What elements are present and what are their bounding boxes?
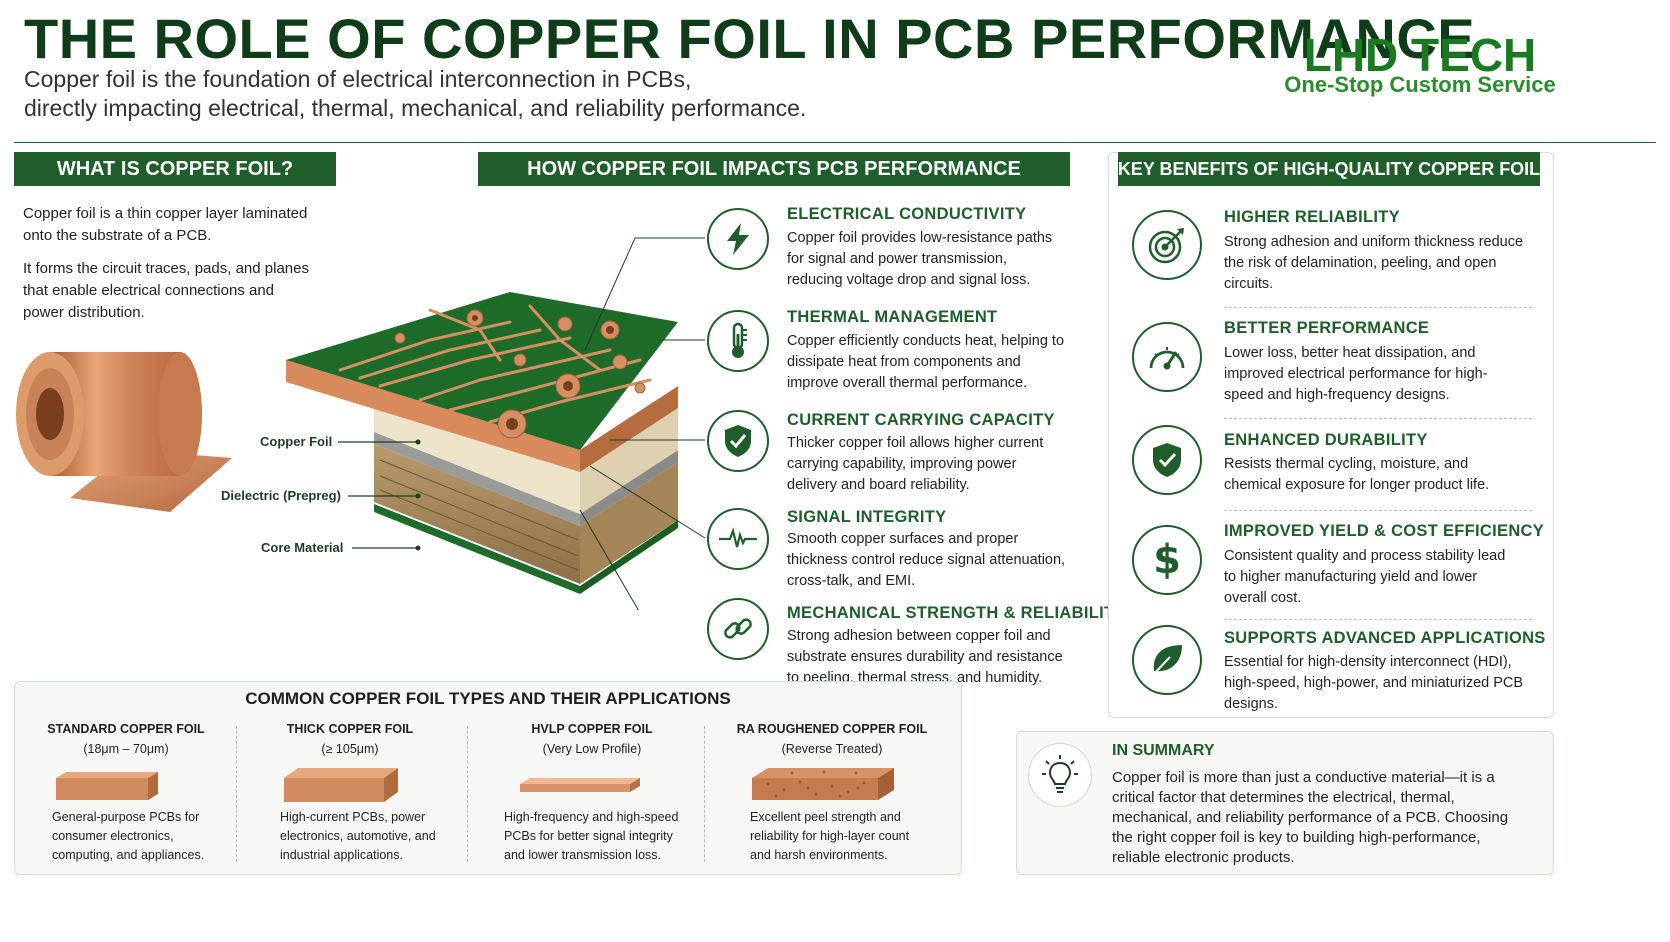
header-divider xyxy=(14,142,1656,143)
foil-type-spec: (18μm – 70μm) xyxy=(83,742,169,756)
summary-panel xyxy=(1016,731,1554,875)
summary-title: IN SUMMARY xyxy=(1112,742,1215,759)
impact-title-thermal: THERMAL MANAGEMENT xyxy=(787,308,998,326)
shield-check-icon xyxy=(707,410,769,472)
impact-title-electrical: ELECTRICAL CONDUCTIVITY xyxy=(787,205,1027,223)
foil-type-ra: RA ROUGHENED COPPER FOIL (Reverse Treate… xyxy=(722,722,942,867)
foil-type-spec: (Reverse Treated) xyxy=(781,742,883,756)
impact-desc-signal: Smooth copper surfaces and proper thickn… xyxy=(787,531,1066,589)
what-is-heading: WHAT IS COPPER FOIL? xyxy=(14,152,336,186)
dollar-icon: $ xyxy=(1132,525,1202,595)
foil-type-desc: Excellent peel strength and reliability … xyxy=(750,810,910,862)
speedometer-icon xyxy=(1132,322,1202,392)
thick-foil-sample xyxy=(284,768,398,802)
copper-roll-illustration xyxy=(16,352,232,512)
benefit-divider xyxy=(1224,418,1532,419)
chain-link-icon xyxy=(707,598,769,660)
foil-type-name: STANDARD COPPER FOIL xyxy=(47,722,205,736)
benefit-desc-reliability: Strong adhesion and uniform thickness re… xyxy=(1224,234,1524,292)
impact-desc-electrical: Copper foil provides low-resistance path… xyxy=(787,230,1053,288)
shield-check-icon xyxy=(1132,425,1202,495)
foil-type-hvlp: HVLP COPPER FOIL (Very Low Profile) High… xyxy=(490,722,694,867)
benefit-divider xyxy=(1224,510,1532,511)
foil-type-standard: STANDARD COPPER FOIL (18μm – 70μm) Gener… xyxy=(26,722,226,867)
layer-leader-lines xyxy=(338,439,421,551)
page-title: THE ROLE OF COPPER FOIL IN PCB PERFORMAN… xyxy=(24,7,1476,70)
benefit-title-performance: BETTER PERFORMANCE xyxy=(1224,319,1430,337)
benefit-title-durability: ENHANCED DURABILITY xyxy=(1224,431,1428,449)
benefit-divider xyxy=(1224,307,1532,308)
impact-title-mechanical: MECHANICAL STRENGTH & RELIABILITY xyxy=(787,604,1126,622)
target-icon xyxy=(1132,210,1202,280)
type-divider xyxy=(467,726,468,862)
brand-logo: LHD TECH xyxy=(1303,29,1537,81)
benefit-title-reliability: HIGHER RELIABILITY xyxy=(1224,208,1400,226)
foil-type-desc: High-current PCBs, power electronics, au… xyxy=(280,810,436,862)
foil-type-desc: General-purpose PCBs for consumer electr… xyxy=(52,810,205,862)
subtitle-line-1: Copper foil is the foundation of electri… xyxy=(24,66,692,92)
impacts-heading: HOW COPPER FOIL IMPACTS PCB PERFORMANCE xyxy=(478,152,1070,186)
brand-tagline: One-Stop Custom Service xyxy=(1284,72,1556,97)
hvlp-foil-sample xyxy=(520,778,640,792)
what-is-para-1: Copper foil is a thin copper layer lamin… xyxy=(23,205,308,244)
benefit-title-yield: IMPROVED YIELD & COST EFFICIENCY xyxy=(1224,522,1545,540)
foil-type-thick: THICK COPPER FOIL (≥ 105μm) High-current… xyxy=(250,722,450,867)
foil-type-name: RA ROUGHENED COPPER FOIL xyxy=(736,722,928,736)
foil-type-spec: (Very Low Profile) xyxy=(542,742,642,756)
foil-type-name: HVLP COPPER FOIL xyxy=(531,722,653,736)
thermometer-icon xyxy=(707,310,769,372)
type-divider xyxy=(704,726,705,862)
lightbulb-icon xyxy=(1028,743,1092,807)
type-divider xyxy=(236,726,237,862)
benefit-divider xyxy=(1224,619,1532,620)
foil-types-heading: COMMON COPPER FOIL TYPES AND THEIR APPLI… xyxy=(245,689,731,708)
impact-desc-mechanical: Strong adhesion between copper foil and … xyxy=(787,628,1063,686)
ra-foil-sample xyxy=(752,768,894,800)
pcb-stack-illustration xyxy=(286,237,706,610)
foil-type-name: THICK COPPER FOIL xyxy=(286,722,414,736)
label-copper-foil: Copper Foil xyxy=(260,434,333,449)
what-is-para-2: It forms the circuit traces, pads, and p… xyxy=(23,260,309,321)
benefit-desc-yield: Consistent quality and process stability… xyxy=(1224,548,1506,606)
leaf-icon xyxy=(1132,625,1202,695)
benefit-desc-advanced: Essential for high-density interconnect … xyxy=(1224,654,1524,712)
benefit-desc-durability: Resists thermal cycling, moisture, and c… xyxy=(1224,456,1490,493)
impact-title-signal: SIGNAL INTEGRITY xyxy=(787,508,947,526)
summary-text: Copper foil is more than just a conducti… xyxy=(1112,769,1509,866)
subtitle-line-2: directly impacting electrical, thermal, … xyxy=(24,95,807,121)
foil-type-spec: (≥ 105μm) xyxy=(321,742,379,756)
impact-desc-thermal: Copper efficiently conducts heat, helpin… xyxy=(787,333,1065,391)
label-dielectric: Dielectric (Prepreg) xyxy=(221,488,341,503)
benefits-heading: KEY BENEFITS OF HIGH-QUALITY COPPER FOIL xyxy=(1118,152,1540,186)
impact-desc-current: Thicker copper foil allows higher curren… xyxy=(787,435,1044,493)
benefit-desc-performance: Lower loss, better heat dissipation, and… xyxy=(1224,345,1488,403)
lightning-icon xyxy=(707,208,769,270)
standard-foil-sample xyxy=(56,772,158,800)
impact-title-current: CURRENT CARRYING CAPACITY xyxy=(787,411,1055,429)
waveform-icon xyxy=(707,508,769,570)
label-core-material: Core Material xyxy=(261,540,344,555)
foil-type-desc: High-frequency and high-speed PCBs for b… xyxy=(504,810,679,862)
benefit-title-advanced: SUPPORTS ADVANCED APPLICATIONS xyxy=(1224,629,1546,647)
